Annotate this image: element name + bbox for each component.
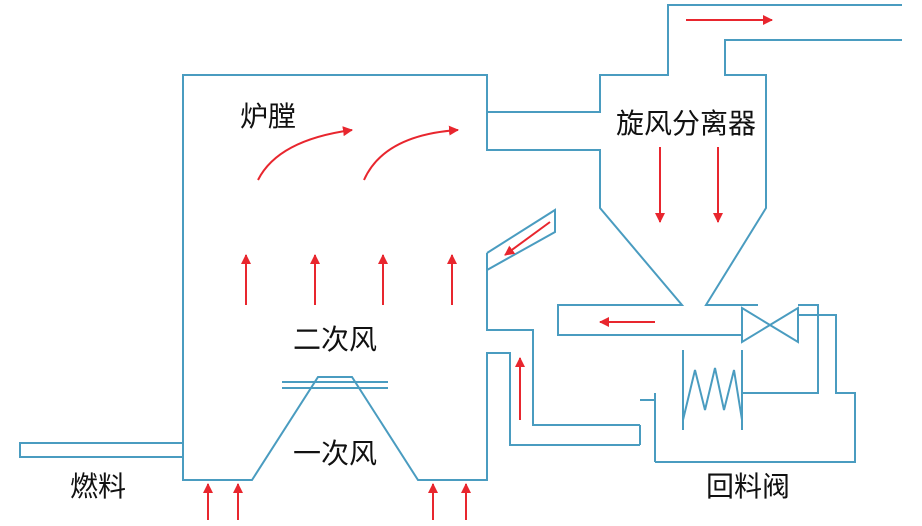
fuel-inlet-pipe	[19, 442, 184, 458]
fuel-label: 燃料	[70, 470, 127, 503]
flow-arrows	[203, 15, 773, 520]
return-leg-pipes	[486, 208, 640, 426]
butterfly-valve-icon	[741, 306, 799, 344]
cyclone-separator	[486, 4, 902, 306]
recirculation-arrow	[504, 221, 551, 256]
gas-flow-arrow	[363, 125, 459, 181]
furnace-label: 炉膛	[240, 100, 297, 133]
return-valve-label: 回料阀	[706, 470, 791, 503]
primary-air-label: 一次风	[293, 437, 378, 470]
return-valve-piping	[639, 304, 856, 463]
cyclone-label: 旋风分离器	[616, 107, 757, 140]
secondary-air-label: 二次风	[293, 323, 378, 356]
spring-icon	[682, 367, 743, 421]
gas-flow-arrow	[257, 126, 353, 181]
furnace-walls	[182, 74, 742, 481]
